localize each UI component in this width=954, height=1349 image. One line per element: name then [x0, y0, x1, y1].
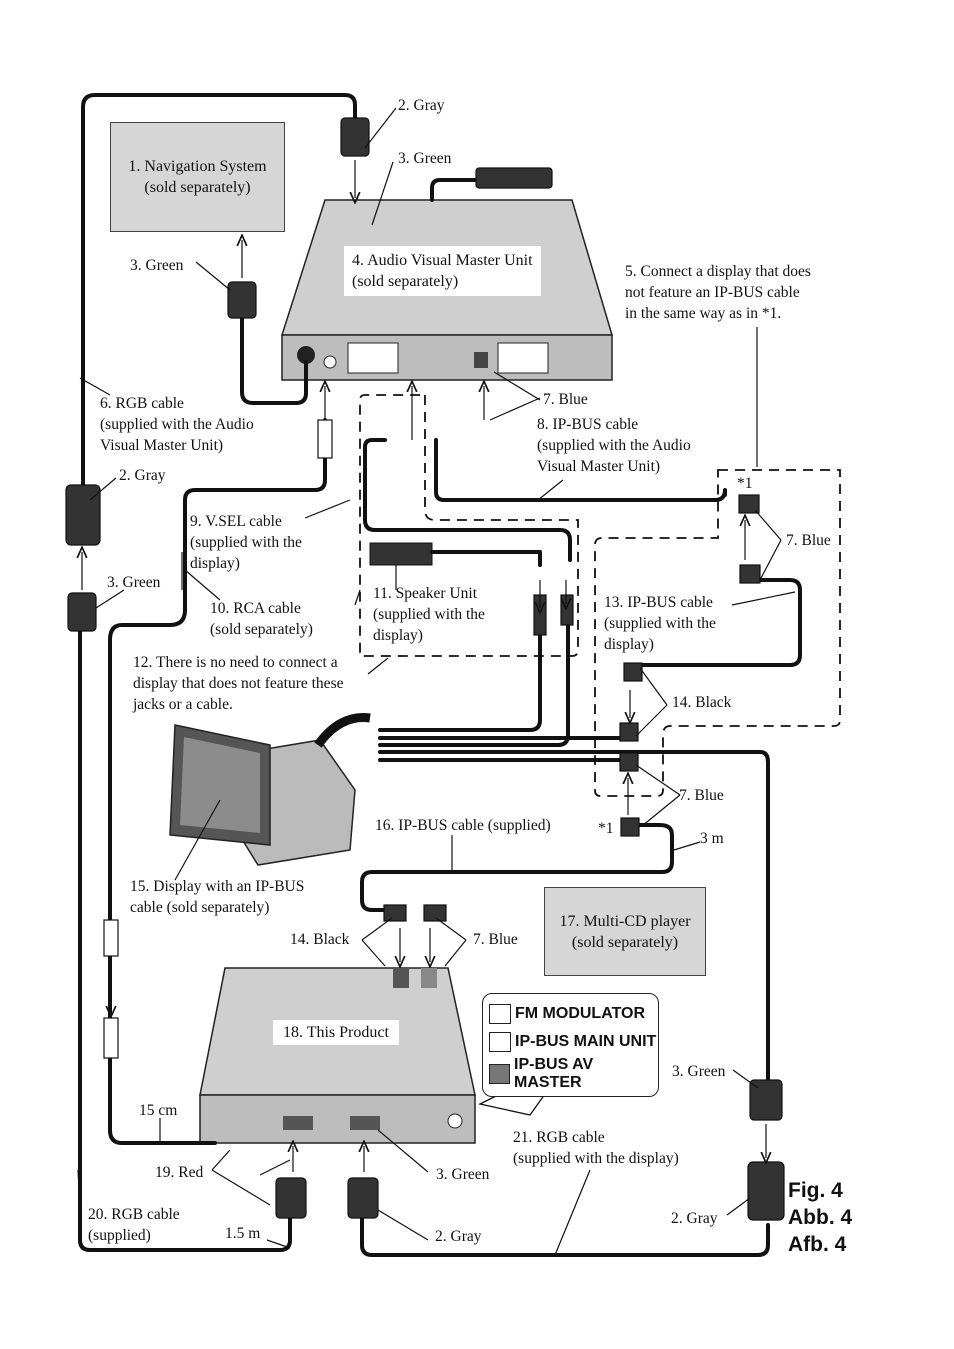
legend-pointer — [478, 1093, 546, 1116]
label-red: 19. Red — [155, 1164, 204, 1181]
label-no-need-note: 12. There is no need to connect a displa… — [133, 654, 344, 713]
label-gray-top: 2. Gray — [398, 97, 445, 114]
label-gray-left: 2. Gray — [119, 467, 166, 484]
figure-caption-de: Abb. 4 — [788, 1206, 853, 1229]
leader-lines — [78, 107, 796, 1256]
label-rgb-cable-supplied: 20. RGB cable (supplied) — [88, 1206, 180, 1244]
dashed-regions — [359, 394, 841, 797]
label-rca-cable: 10. RCA cable (sold separately) — [210, 600, 313, 638]
label-gray-right: 2. Gray — [671, 1210, 718, 1227]
label-vsel-cable: 9. V.SEL cable (supplied with the displa… — [190, 513, 302, 572]
legend-fm-modulator: FM MODULATOR — [515, 1005, 646, 1022]
label-blue-lower: 7. Blue — [679, 787, 724, 804]
label-star1-lower: *1 — [598, 820, 614, 837]
legend-row-ipbus-av-master: IP-BUS AV MASTER — [489, 1056, 658, 1092]
label-av-master-unit: 4. Audio Visual Master Unit (sold separa… — [344, 246, 541, 296]
label-connect-display-note: 5. Connect a display that does not featu… — [625, 263, 811, 322]
label-green-nav: 3. Green — [130, 257, 184, 274]
label-ipbus-cable-av: 8. IP-BUS cable (supplied with the Audio… — [537, 416, 691, 475]
legend-ipbus-main-unit: IP-BUS MAIN UNIT — [515, 1033, 657, 1050]
label-speaker-unit: 11. Speaker Unit (supplied with the disp… — [373, 585, 485, 644]
label-ipbus-cable-supplied: 16. IP-BUS cable (supplied) — [375, 817, 551, 834]
label-star1-top: *1 — [737, 475, 753, 492]
label-ipbus-cable-display: 13. IP-BUS cable (supplied with the disp… — [604, 594, 716, 653]
label-navigation-system: 1. Navigation System (sold separately) — [128, 158, 267, 196]
label-blue-right: 7. Blue — [786, 532, 831, 549]
label-this-product: 18. This Product — [273, 1020, 399, 1045]
figure-caption-nl: Afb. 4 — [788, 1233, 847, 1256]
navigation-system-box: 1. Navigation System (sold separately) — [110, 122, 285, 232]
label-display-ipbus: 15. Display with an IP-BUS cable (sold s… — [130, 878, 305, 916]
label-green-right: 3. Green — [672, 1063, 726, 1080]
label-black-bottom: 14. Black — [290, 931, 350, 948]
label-rgb-cable-av: 6. RGB cable (supplied with the Audio Vi… — [100, 395, 254, 454]
legend-row-fm-modulator: FM MODULATOR — [489, 1004, 645, 1024]
label-length-15cm: 15 cm — [139, 1102, 178, 1119]
label-blue-bottom: 7. Blue — [473, 931, 518, 948]
label-rgb-cable-display: 21. RGB cable (supplied with the display… — [513, 1129, 679, 1167]
label-green-left: 3. Green — [107, 574, 161, 591]
legend-ipbus-av-master: IP-BUS AV MASTER — [514, 1056, 594, 1091]
label-green-top: 3. Green — [398, 150, 452, 167]
legend-swatch-white — [489, 1004, 511, 1024]
cables — [78, 93, 802, 1257]
display-device — [169, 712, 371, 866]
this-product-device — [199, 967, 476, 1144]
legend-row-ipbus-main-unit: IP-BUS MAIN UNIT — [489, 1032, 656, 1052]
label-gray-bottom: 2. Gray — [435, 1228, 482, 1245]
label-black-right: 14. Black — [672, 694, 732, 711]
label-length-1-5m: 1.5 m — [225, 1225, 261, 1242]
label-length-3m: 3 m — [700, 830, 724, 847]
multi-cd-player-box: 17. Multi-CD player (sold separately) — [544, 887, 706, 976]
legend-swatch-gray — [489, 1064, 511, 1084]
label-multi-cd-player: 17. Multi-CD player (sold separately) — [559, 912, 691, 951]
figure-caption-en: Fig. 4 — [788, 1179, 843, 1202]
label-blue-av: 7. Blue — [543, 391, 588, 408]
mode-legend: FM MODULATOR IP-BUS MAIN UNIT IP-BUS AV … — [482, 993, 659, 1097]
label-green-bottom: 3. Green — [436, 1166, 490, 1183]
legend-swatch-white — [489, 1032, 511, 1052]
speaker-unit-device — [369, 542, 433, 566]
